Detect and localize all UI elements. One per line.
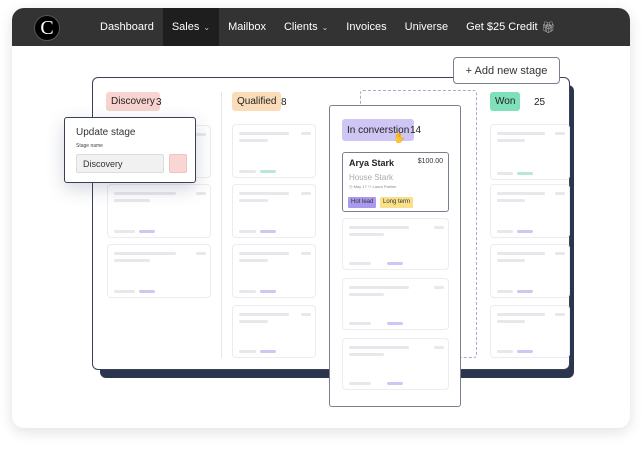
nav-label: Universe [404, 21, 449, 33]
nav-universe[interactable]: Universe [396, 8, 457, 46]
logo[interactable]: C [34, 15, 60, 41]
chevron-down-icon: ⌄ [321, 22, 329, 32]
update-stage-popover: Update stage Stage name Discovery [64, 117, 196, 183]
deal-price: $100.00 [417, 158, 443, 165]
stage-tag-qualified[interactable]: Qualified [232, 92, 282, 111]
placeholder-card [107, 184, 211, 238]
nav-label: Get $25 Credit [466, 21, 538, 33]
placeholder-card [490, 244, 570, 298]
nav-label: Mailbox [228, 21, 266, 33]
placeholder-card [232, 124, 316, 178]
placeholder-card [342, 278, 449, 330]
deal-company: House Stark [349, 173, 394, 182]
placeholder-card [490, 184, 570, 238]
deal-card[interactable]: Arya Stark $100.00 House Stark ◷ May 17 … [342, 152, 449, 212]
gift-icon: 🎁︎ [541, 21, 556, 34]
stage-name-label: Stage name [76, 143, 103, 149]
stage-count: 14 [410, 125, 422, 136]
nav-sales[interactable]: Sales⌄ [162, 8, 220, 46]
tag-long-term: Long term [380, 197, 414, 208]
placeholder-card [232, 184, 316, 238]
stage-count: 8 [281, 97, 287, 108]
nav-mailbox[interactable]: Mailbox [219, 8, 275, 46]
nav-invoices[interactable]: Invoices [337, 8, 395, 46]
top-nav: C Dashboard Sales⌄ Mailbox Clients⌄ Invo… [12, 8, 630, 46]
stage-count: 25 [534, 97, 546, 108]
column-divider [221, 92, 222, 358]
nav-get-credit[interactable]: Get $25 Credit🎁︎ [457, 8, 565, 46]
stage-tag-won[interactable]: Won [490, 92, 521, 111]
nav-label: Invoices [346, 21, 387, 33]
placeholder-card [107, 244, 211, 298]
stage-tag-discovery[interactable]: Discovery [106, 92, 160, 111]
chevron-down-icon: ⌄ [203, 22, 211, 32]
placeholder-card [342, 338, 449, 390]
nav-label: Dashboard [100, 21, 154, 33]
popover-title: Update stage [76, 127, 136, 138]
stage-name-input[interactable]: Discovery [76, 154, 164, 173]
deal-meta: ◷ May 17 ⚇ Laura Palmer [349, 184, 397, 189]
grab-cursor-icon: ✋ [393, 133, 406, 144]
deal-name: Arya Stark [349, 158, 395, 168]
nav-dashboard[interactable]: Dashboard [91, 8, 163, 46]
tag-hot-lead: Hot lead [348, 197, 377, 208]
placeholder-card [232, 244, 316, 298]
nav-label: Clients [283, 21, 318, 33]
nav-label: Sales [171, 21, 200, 33]
placeholder-card [232, 305, 316, 358]
placeholder-card [490, 305, 570, 358]
add-new-stage-button[interactable]: + Add new stage [453, 57, 560, 84]
placeholder-card [490, 124, 570, 180]
placeholder-card [342, 218, 449, 270]
stage-tag-in-conversation[interactable]: In converstion [342, 119, 415, 141]
stage-color-swatch[interactable] [169, 154, 187, 173]
nav-clients[interactable]: Clients⌄ [275, 8, 337, 46]
stage-count: 3 [156, 97, 162, 108]
